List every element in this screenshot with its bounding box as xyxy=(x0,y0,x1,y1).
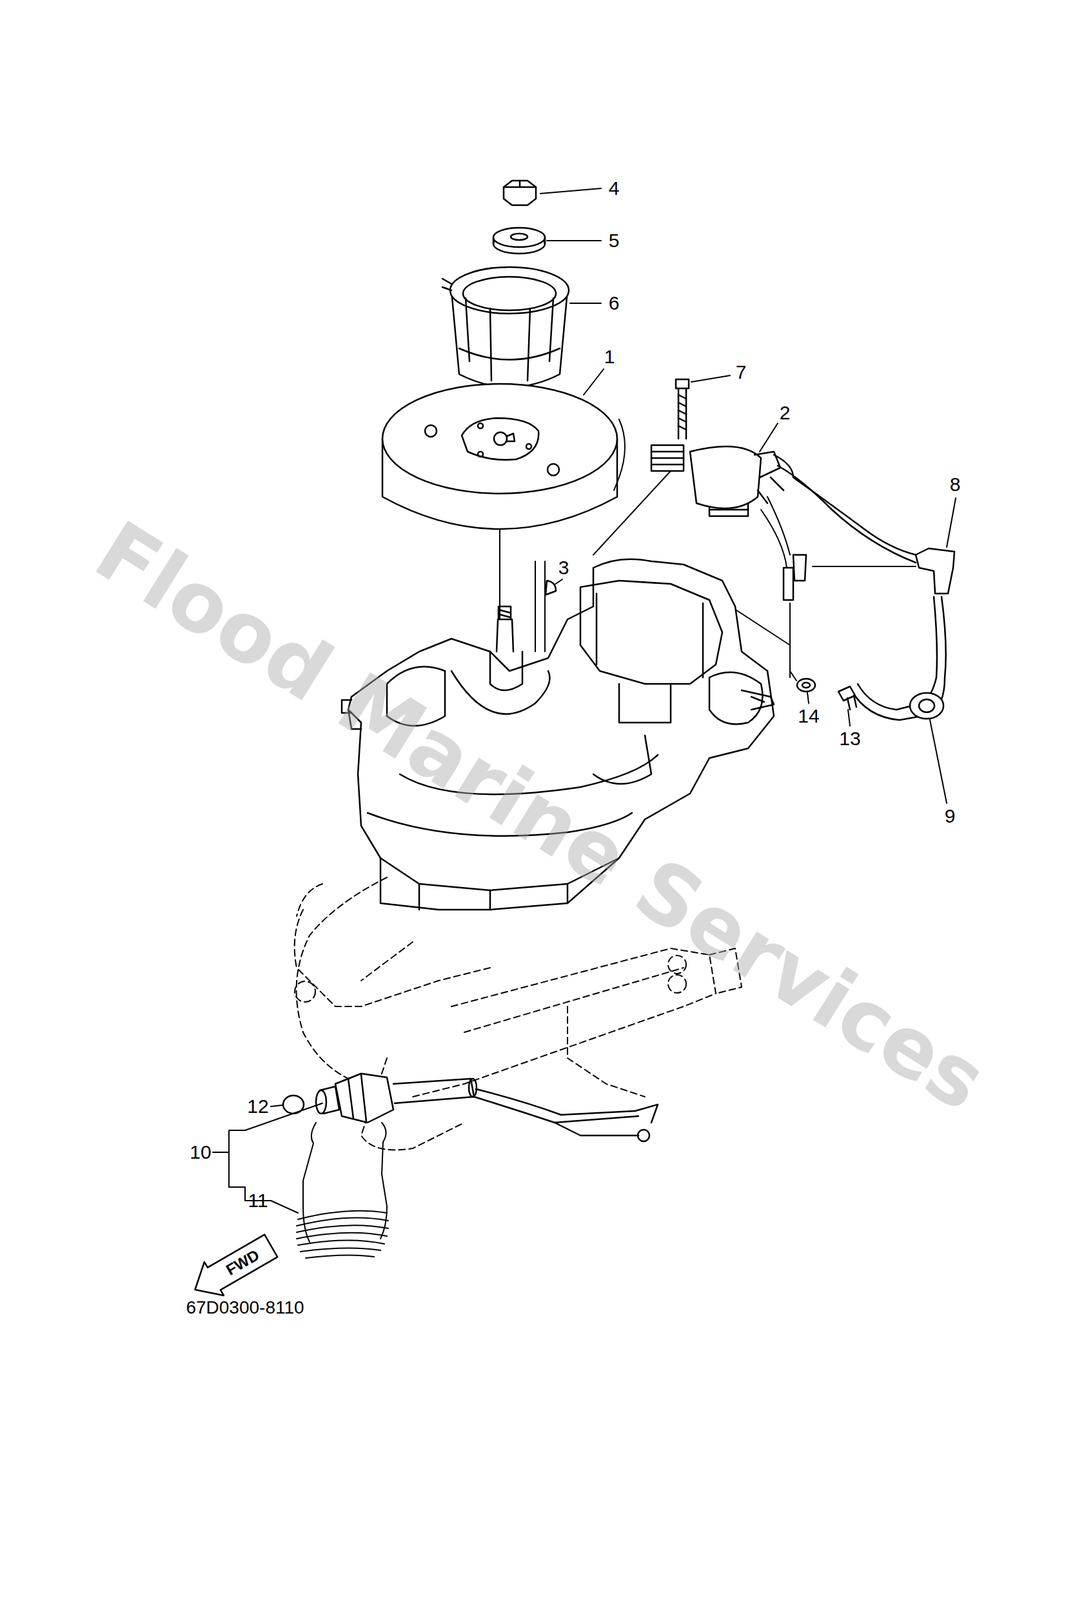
watermark: Flood Marine Services xyxy=(82,508,999,1124)
spark-plug-cap xyxy=(851,548,955,720)
callout-number: 4 xyxy=(608,178,620,198)
flywheel-cup xyxy=(442,266,569,387)
lanyard xyxy=(296,1122,389,1258)
callout-number: 14 xyxy=(797,706,820,726)
washer-screw xyxy=(797,678,857,710)
callout-number: 8 xyxy=(949,474,961,494)
callout-number: 5 xyxy=(608,230,620,251)
callout-number: 12 xyxy=(246,1096,269,1116)
callout-number: 13 xyxy=(839,728,861,749)
forward-arrow xyxy=(185,1228,281,1306)
callout-number: 1 xyxy=(604,346,616,367)
diagram-code: 67D0300-8110 xyxy=(185,1298,304,1317)
callout-number: 6 xyxy=(608,293,620,313)
woodruff-key xyxy=(545,580,556,595)
callout-number: 11 xyxy=(247,1190,268,1210)
callout-number: 2 xyxy=(779,403,791,423)
stop-switch xyxy=(315,1073,658,1141)
bolt xyxy=(675,379,689,439)
grommet xyxy=(909,692,944,719)
callout-number: 7 xyxy=(735,362,747,382)
callout-number: 10 xyxy=(189,1142,211,1162)
nut xyxy=(503,180,536,206)
washer xyxy=(493,227,545,254)
flywheel xyxy=(382,383,625,529)
callout-number: 3 xyxy=(558,557,570,578)
callout-number: 9 xyxy=(944,806,956,826)
